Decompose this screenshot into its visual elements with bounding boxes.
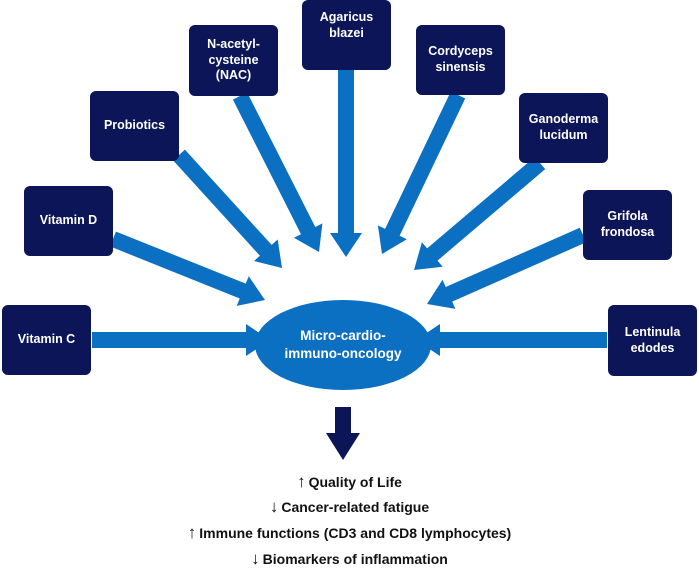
arrow-agaricus-blazei (330, 70, 362, 257)
factor-box-vitamin-d: Vitamin D (24, 186, 113, 256)
factor-box-nac: N-acetyl- cysteine (NAC) (189, 25, 278, 96)
arrow-cordyceps-sinensis (377, 91, 466, 254)
effect-text: Immune functions (CD3 and CD8 lymphocyte… (199, 525, 512, 541)
effect-text: Quality of Life (308, 474, 402, 490)
center-ellipse (255, 300, 431, 390)
effect-cancer-related-fatigue: ↓Cancer-related fatigue (0, 497, 699, 517)
effect-text: Biomarkers of inflammation (262, 551, 448, 567)
up-arrow-icon: ↑ (187, 523, 197, 542)
factor-box-cordyceps-sinensis: Cordyceps sinensis (416, 25, 505, 95)
factor-box-vitamin-c: Vitamin C (2, 305, 91, 375)
effect-immune-functions: ↑Immune functions (CD3 and CD8 lymphocyt… (0, 523, 699, 543)
factor-box-probiotics: Probiotics (90, 91, 179, 161)
factor-box-grifola-frondosa: Grifola frondosa (583, 190, 672, 260)
down-arrow-icon: ↓ (251, 549, 260, 568)
down-arrow-icon: ↓ (269, 497, 279, 516)
arrow-nac (232, 92, 323, 253)
up-arrow-icon: ↑ (297, 472, 306, 491)
arrow-vitamin-c (92, 324, 270, 356)
effect-text: Cancer-related fatigue (281, 499, 430, 515)
effect-quality-of-life: ↑Quality of Life (0, 472, 699, 492)
center-label: Micro-cardio- immuno-oncology (284, 328, 402, 361)
effect-biomarkers-of-inflammation: ↓Biomarkers of inflammation (0, 549, 699, 569)
down-arrow (326, 407, 360, 460)
arrows-layer (92, 70, 607, 356)
arrow-probiotics (173, 149, 282, 268)
arrow-lentinula-edodes (416, 324, 607, 356)
arrow-grifola-frondosa (427, 227, 587, 309)
arrow-ganoderma-lucidum (414, 156, 546, 270)
factor-box-agaricus-blazei: Agaricus blazei (302, 0, 391, 70)
factor-box-ganoderma-lucidum: Ganoderma lucidum (519, 93, 608, 163)
factor-box-lentinula-edodes: Lentinula edodes (608, 305, 697, 376)
arrow-vitamin-d (110, 231, 265, 306)
